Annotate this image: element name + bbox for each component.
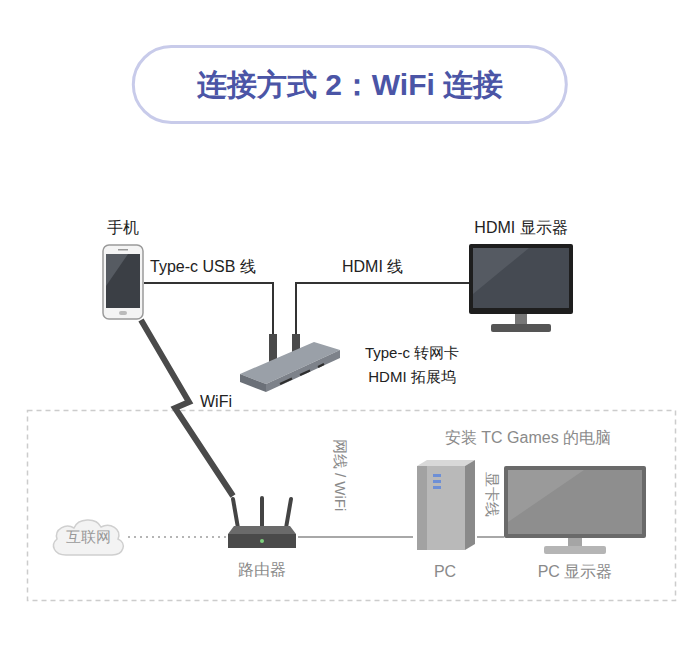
hdmi-cable: [296, 283, 469, 334]
icon-shape: [417, 460, 475, 466]
icon-shape: [417, 466, 465, 550]
device-label: 路由器: [238, 560, 286, 580]
icon-shape: [473, 248, 529, 294]
icon-shape: [260, 539, 264, 543]
phone-device: 手机: [102, 218, 144, 320]
icon-shape: [544, 546, 606, 554]
gpu-cable: [477, 536, 504, 538]
internet-link: [128, 536, 226, 538]
monitor-icon: [469, 244, 573, 334]
title-text: 连接方式 2：WiFi 连接: [197, 68, 503, 101]
icon-shape: [504, 466, 646, 538]
title-pill: 连接方式 2：WiFi 连接: [132, 45, 568, 124]
pc-monitor: PC 显示器: [504, 466, 646, 582]
icon-shape: [286, 499, 291, 528]
edge-label: WiFi: [200, 392, 232, 412]
icon-shape: [106, 254, 140, 308]
router-device: 路由器: [226, 496, 298, 580]
icon-shape: [417, 466, 427, 550]
pc-tower: 安装 TC Games 的电脑PC: [413, 460, 477, 582]
icon-shape: [318, 364, 324, 367]
device-label: Type-c 转网卡 HDMI 拓展坞: [352, 341, 472, 389]
device-label: HDMI 显示器: [474, 218, 567, 238]
edge-label: 网线 / WiFi: [330, 439, 350, 512]
icon-shape: [228, 534, 296, 548]
icon-shape: [465, 460, 475, 550]
icon-shape: [233, 499, 238, 528]
icon-shape: [433, 480, 441, 483]
icon-shape: [491, 324, 551, 332]
display-icon: [504, 466, 646, 556]
device-label: 互联网: [66, 527, 111, 547]
dock-adapter: Type-c 转网卡 HDMI 拓展坞: [238, 334, 472, 396]
icon-shape: [473, 248, 569, 308]
icon-shape: [103, 245, 143, 319]
icon-shape: [469, 244, 573, 314]
device-label: PC 显示器: [538, 562, 613, 582]
pc-side-region: [28, 411, 676, 601]
icon-shape: [515, 314, 527, 324]
router-icon: [226, 496, 298, 550]
usb-cable: [144, 283, 273, 334]
icon-shape: [119, 311, 127, 315]
icon-shape: [118, 249, 128, 251]
internet-cloud: 互联网: [48, 515, 128, 559]
icon-shape: [300, 371, 310, 376]
icon-shape: [240, 374, 266, 392]
icon-shape: [508, 470, 584, 522]
edge-label: Type-c USB 线: [150, 257, 256, 277]
icon-shape: [260, 498, 264, 528]
pc-icon: [413, 460, 477, 550]
icon-shape: [54, 520, 124, 555]
icon-shape: [568, 538, 582, 546]
icon-shape: [106, 254, 128, 286]
device-heading: 安装 TC Games 的电脑: [445, 428, 611, 448]
icon-shape: [228, 526, 296, 534]
wifi-link: [141, 320, 233, 496]
icon-shape: [433, 474, 441, 477]
icon-shape: [266, 350, 340, 392]
phone-icon: [102, 244, 144, 320]
icon-shape: [433, 486, 441, 489]
device-label: PC: [434, 562, 456, 582]
lan-link: [298, 536, 413, 538]
icon-shape: [508, 470, 642, 534]
hdmi-monitor: HDMI 显示器: [469, 218, 573, 334]
dock-icon: [238, 334, 342, 396]
device-label: 手机: [107, 218, 139, 238]
edge-label: 显卡线: [482, 472, 502, 517]
edge-label: HDMI 线: [342, 257, 403, 277]
icon-shape: [280, 379, 292, 385]
